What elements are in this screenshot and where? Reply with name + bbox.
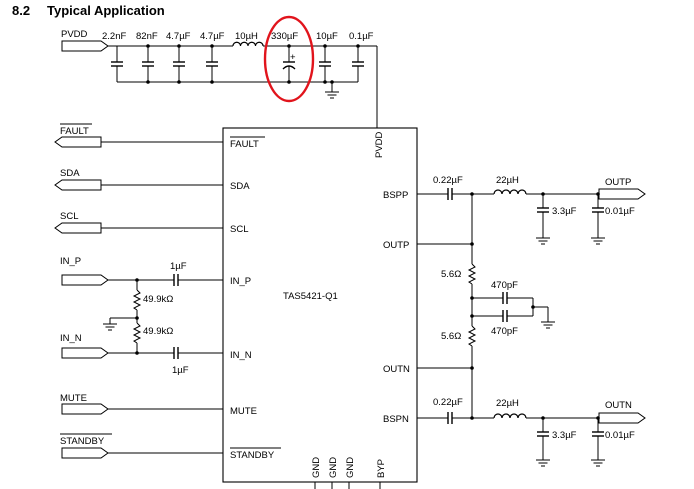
pin-byp: BYP [376, 459, 387, 478]
bias-resistor-top-label: 49.9kΩ [143, 294, 173, 305]
in-p-port [61, 274, 109, 286]
supply-cap-6-label: 10µF [316, 31, 338, 42]
snubber-cap-n-label: 470pF [491, 326, 518, 337]
pin-bspp: BSPP [383, 190, 408, 201]
pin-standby: STANDBY [230, 450, 275, 461]
standby-port [61, 447, 109, 459]
standby-signal-label: STANDBY [60, 436, 105, 447]
fault-signal-label: FAULT [60, 126, 89, 137]
pin-mute: MUTE [230, 406, 257, 417]
output-inductor-p-label: 22µH [496, 175, 519, 186]
outn-port-label: OUTN [605, 400, 632, 411]
pin-outn: OUTN [383, 364, 410, 375]
supply-cap-6: 10µF [316, 31, 338, 82]
sda-signal-label: SDA [60, 168, 80, 179]
snubber-resistor-p-label: 5.6Ω [441, 269, 461, 280]
pin-sda: SDA [230, 181, 250, 192]
pin-gnd-3: GND [345, 457, 356, 478]
pin-fault: FAULT [230, 139, 259, 150]
supply-bulk-cap: + 330µF [271, 31, 298, 82]
supply-cap-7: 0.1µF [349, 31, 374, 82]
filter-cap-p1-label: 3.3µF [552, 206, 577, 217]
filter-cap-p2-label: 0.01µF [605, 206, 635, 217]
bootstrap-cap-p-label: 0.22µF [433, 175, 463, 186]
bias-resistor-top [132, 289, 142, 311]
pin-bspn: BSPN [383, 414, 409, 425]
mute-signal-label: MUTE [60, 393, 87, 404]
supply-cap-2-label: 82nF [136, 31, 158, 42]
bootstrap-cap-n-label: 0.22µF [433, 397, 463, 408]
bias-resistor-bottom [132, 322, 142, 344]
outn-port [598, 412, 646, 424]
output-inductor-p [493, 189, 527, 195]
in-n-coupling-cap-label: 1µF [172, 365, 189, 376]
amplifier-ic: TAS5421-Q1 FAULT SDA SCL IN_P IN_N MUTE … [222, 127, 418, 489]
snubber-resistor-n-label: 5.6Ω [441, 331, 461, 342]
supply-inductor-label: 10µH [235, 31, 258, 42]
snubber-resistor-p [467, 263, 477, 285]
pvdd-input-port [61, 40, 109, 52]
pin-gnd-1: GND [311, 457, 322, 478]
supply-cap-3: 4.7µF [166, 31, 191, 82]
input-network: FAULT SDA SCL IN_P 1µF 49.9kΩ 49 [54, 123, 223, 459]
bias-resistor-bottom-label: 49.9kΩ [143, 326, 173, 337]
output-inductor-n-label: 22µH [496, 398, 519, 409]
in-p-coupling-cap-label: 1µF [170, 261, 187, 272]
scl-port [54, 222, 102, 234]
snubber-resistor-n [467, 325, 477, 347]
in-n-signal-label: IN_N [60, 333, 82, 344]
outp-port-label: OUTP [605, 177, 631, 188]
scl-signal-label: SCL [60, 211, 78, 222]
in-p-signal-label: IN_P [60, 256, 81, 267]
supply-cap-7-label: 0.1µF [349, 31, 374, 42]
supply-cap-2: 82nF [136, 31, 158, 82]
ic-body [222, 127, 418, 483]
supply-cap-3-label: 4.7µF [166, 31, 191, 42]
supply-cap-4: 4.7µF [200, 31, 225, 82]
pvdd-supply-network: PVDD 10µH 2.2nF 82nF [61, 15, 378, 128]
pin-in-n: IN_N [230, 350, 252, 361]
outp-port [598, 188, 646, 200]
pvdd-input-label: PVDD [61, 29, 88, 40]
supply-inductor [232, 41, 264, 47]
supply-cap-4-label: 4.7µF [200, 31, 225, 42]
highlight-ellipse [263, 15, 315, 103]
pin-gnd-2: GND [328, 457, 339, 478]
output-network: 0.22µF 22µH OUTP 3.3µF 0.01µF 5.6Ω [417, 175, 646, 467]
supply-cap-1-label: 2.2nF [102, 31, 126, 42]
pin-outp: OUTP [383, 240, 409, 251]
filter-cap-n2-label: 0.01µF [605, 430, 635, 441]
mute-port [61, 403, 109, 415]
supply-bulk-cap-label: 330µF [271, 31, 298, 42]
pin-scl: SCL [230, 224, 248, 235]
ic-part-number: TAS5421-Q1 [283, 291, 338, 302]
section-title: Typical Application [47, 3, 165, 18]
section-number: 8.2 [12, 3, 30, 18]
in-n-port [61, 347, 109, 359]
filter-cap-n1-label: 3.3µF [552, 430, 577, 441]
sda-port [54, 179, 102, 191]
snubber-cap-p-label: 470pF [491, 280, 518, 291]
supply-bulk-cap-polarity: + [290, 52, 296, 63]
supply-cap-1: 2.2nF [102, 31, 126, 82]
output-inductor-n [493, 413, 527, 419]
pin-in-p: IN_P [230, 276, 251, 287]
fault-port [54, 136, 102, 148]
pin-pvdd: PVDD [374, 131, 385, 158]
